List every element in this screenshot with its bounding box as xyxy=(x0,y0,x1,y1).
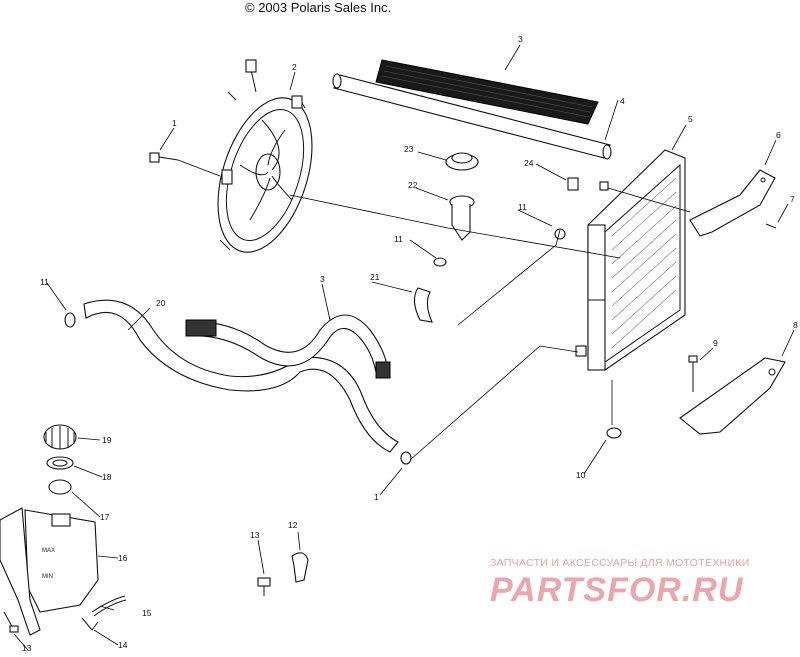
part-18-gasket xyxy=(46,456,74,470)
part-16-reservoir: MAX MIN xyxy=(0,507,99,636)
part-3-upper-hose xyxy=(185,314,391,379)
svg-text:MAX: MAX xyxy=(42,548,55,554)
part-15-hose xyxy=(91,595,127,617)
svg-text:MIN: MIN xyxy=(42,574,53,580)
part-19-cap xyxy=(43,424,77,450)
callout-2: 2 xyxy=(292,62,297,72)
part-7-screw xyxy=(765,223,777,229)
callout-8: 8 xyxy=(793,320,798,330)
callout-11c: 11 xyxy=(518,202,527,212)
callout-7: 7 xyxy=(790,194,795,204)
callout-9: 9 xyxy=(713,338,718,348)
callout-16: 16 xyxy=(118,553,128,563)
part-20-lower-hose xyxy=(83,299,399,453)
part-17-seal xyxy=(48,479,72,495)
part-6-bracket xyxy=(689,169,776,237)
callout-19: 19 xyxy=(102,435,112,445)
part-3-corrugated-hose xyxy=(375,59,599,125)
watermark-tagline: ЗАПЧАСТИ И АКСЕССУАРЫ ДЛЯ МОТОТЕХНИКИ xyxy=(490,557,750,569)
callout-11a: 11 xyxy=(40,277,49,287)
part-4-tube xyxy=(332,73,612,160)
callout-5: 5 xyxy=(688,114,693,124)
part-21-hose xyxy=(413,287,433,323)
part-1-bolt xyxy=(149,152,179,163)
part-14-clip xyxy=(81,617,99,631)
callout-22: 22 xyxy=(408,180,418,190)
part-22-filler-neck xyxy=(449,195,475,241)
part-23-cap xyxy=(445,152,479,171)
callout-20: 20 xyxy=(156,298,166,308)
callout-18: 18 xyxy=(102,472,112,482)
leader-lines xyxy=(13,44,795,651)
callout-14: 14 xyxy=(118,640,128,650)
part-13-bolt xyxy=(257,577,271,596)
watermark-brand: PARTSFOR.RU xyxy=(490,571,744,609)
callout-3b: 3 xyxy=(320,274,325,284)
callout-6: 6 xyxy=(776,130,781,140)
part-5-radiator xyxy=(575,149,686,371)
callout-23: 23 xyxy=(404,144,414,154)
callout-4: 4 xyxy=(620,96,625,106)
part-2-fan-assembly xyxy=(217,59,313,253)
callout-10: 10 xyxy=(576,470,586,480)
part-9-bolt xyxy=(688,355,698,392)
part-10-grommet xyxy=(606,427,622,439)
copyright-notice: © 2003 Polaris Sales Inc. xyxy=(245,0,392,15)
part-13-bolt-lower xyxy=(3,611,19,633)
part-24-fitting xyxy=(567,177,579,191)
callout-3: 3 xyxy=(518,34,523,44)
callout-1: 1 xyxy=(172,118,177,128)
callout-labels: 1 2 3 4 5 6 7 8 9 10 11 11 11 11 12 13 1… xyxy=(22,34,798,653)
callout-17: 17 xyxy=(100,512,110,522)
callout-13a: 13 xyxy=(250,530,260,540)
callout-1b: 1 xyxy=(374,492,379,502)
callout-15: 15 xyxy=(142,608,152,618)
part-8-mount-bracket xyxy=(679,357,786,435)
part-11-clamps xyxy=(64,228,566,465)
callout-24: 24 xyxy=(524,158,534,168)
callout-13b: 13 xyxy=(22,643,32,652)
callout-12: 12 xyxy=(288,520,298,530)
callout-21: 21 xyxy=(370,272,380,282)
part-12-clamp xyxy=(291,552,309,583)
callout-11b: 11 xyxy=(394,234,403,244)
